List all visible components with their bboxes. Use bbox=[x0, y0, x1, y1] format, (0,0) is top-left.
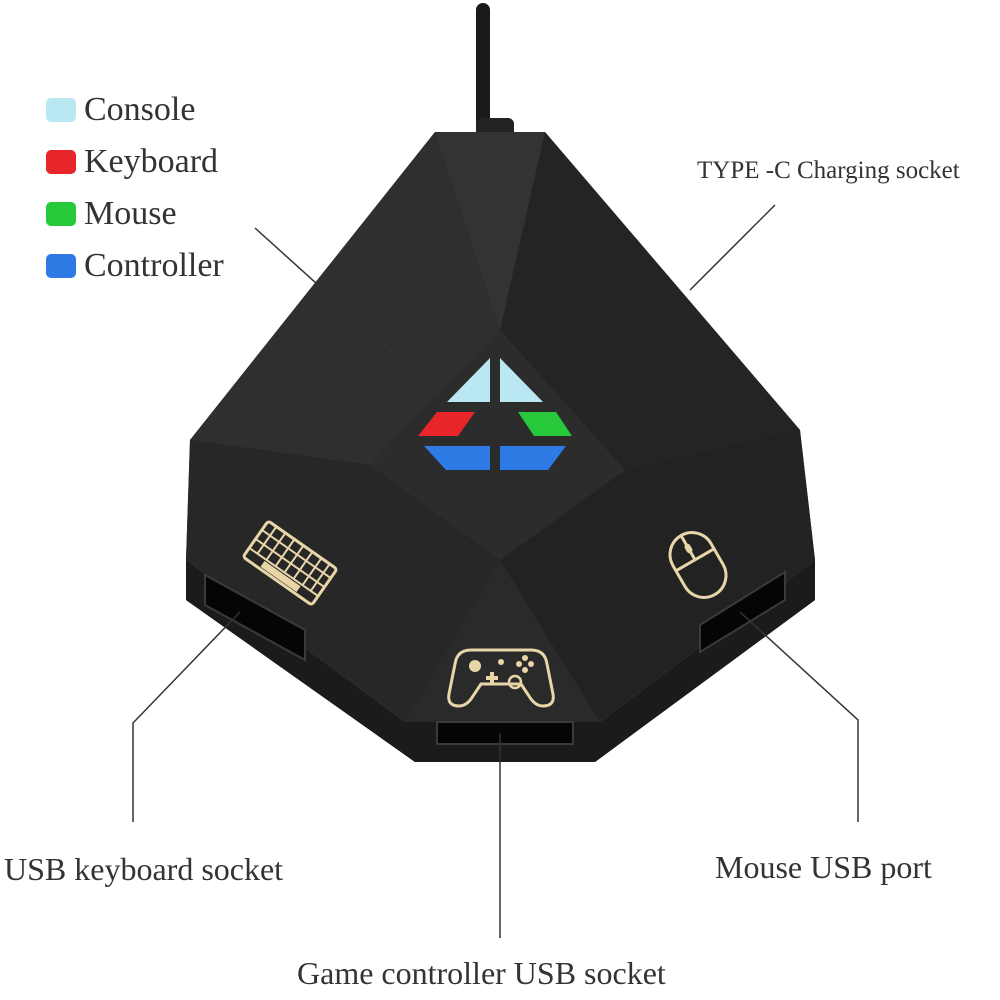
keyboard-socket-callout: USB keyboard socket bbox=[4, 851, 284, 887]
device-facet-left bbox=[190, 132, 500, 465]
legend-item-console: Console bbox=[46, 84, 224, 136]
keyboard-usb-port bbox=[204, 573, 306, 662]
legend-label: Mouse bbox=[84, 195, 177, 232]
controller-socket-callout: Game controller USB socket bbox=[297, 955, 666, 991]
color-legend: Console Keyboard Mouse Controller bbox=[46, 84, 224, 292]
legend-item-controller: Controller bbox=[46, 240, 224, 292]
device-facet-top bbox=[435, 132, 545, 330]
console-swatch bbox=[46, 98, 76, 122]
leader-type-c bbox=[689, 204, 776, 291]
led-controller-left bbox=[424, 446, 490, 470]
leader-led bbox=[254, 227, 441, 396]
keyboard-icon bbox=[242, 520, 338, 606]
controller-swatch bbox=[46, 254, 76, 278]
led-controller-right bbox=[500, 446, 566, 470]
mouse-swatch bbox=[46, 202, 76, 226]
keyboard-swatch bbox=[46, 150, 76, 174]
legend-label: Keyboard bbox=[84, 143, 219, 180]
device-facet-center bbox=[370, 330, 625, 560]
led-console-right bbox=[500, 358, 543, 402]
type-c-callout: TYPE -C Charging socket bbox=[697, 157, 960, 184]
led-mouse bbox=[518, 412, 572, 436]
mouse-port-callout: Mouse USB port bbox=[715, 849, 932, 885]
leader-mouse-port bbox=[739, 611, 859, 822]
legend-item-keyboard: Keyboard bbox=[46, 136, 224, 188]
led-console-left bbox=[447, 358, 490, 402]
device-facet-right bbox=[500, 132, 800, 470]
legend-label: Console bbox=[84, 91, 196, 128]
device-facet-lower-left bbox=[186, 440, 500, 722]
mouse-icon bbox=[668, 531, 728, 599]
controller-usb-port bbox=[436, 721, 574, 745]
leader-keyboard-socket bbox=[132, 611, 241, 822]
mouse-usb-port bbox=[699, 570, 786, 654]
device-base-shadow bbox=[186, 560, 815, 762]
legend-item-mouse: Mouse bbox=[46, 188, 224, 240]
led-keyboard bbox=[418, 412, 475, 436]
controller-icon bbox=[447, 648, 555, 708]
legend-label: Controller bbox=[84, 247, 224, 284]
device-facet-lower-right bbox=[500, 430, 815, 722]
